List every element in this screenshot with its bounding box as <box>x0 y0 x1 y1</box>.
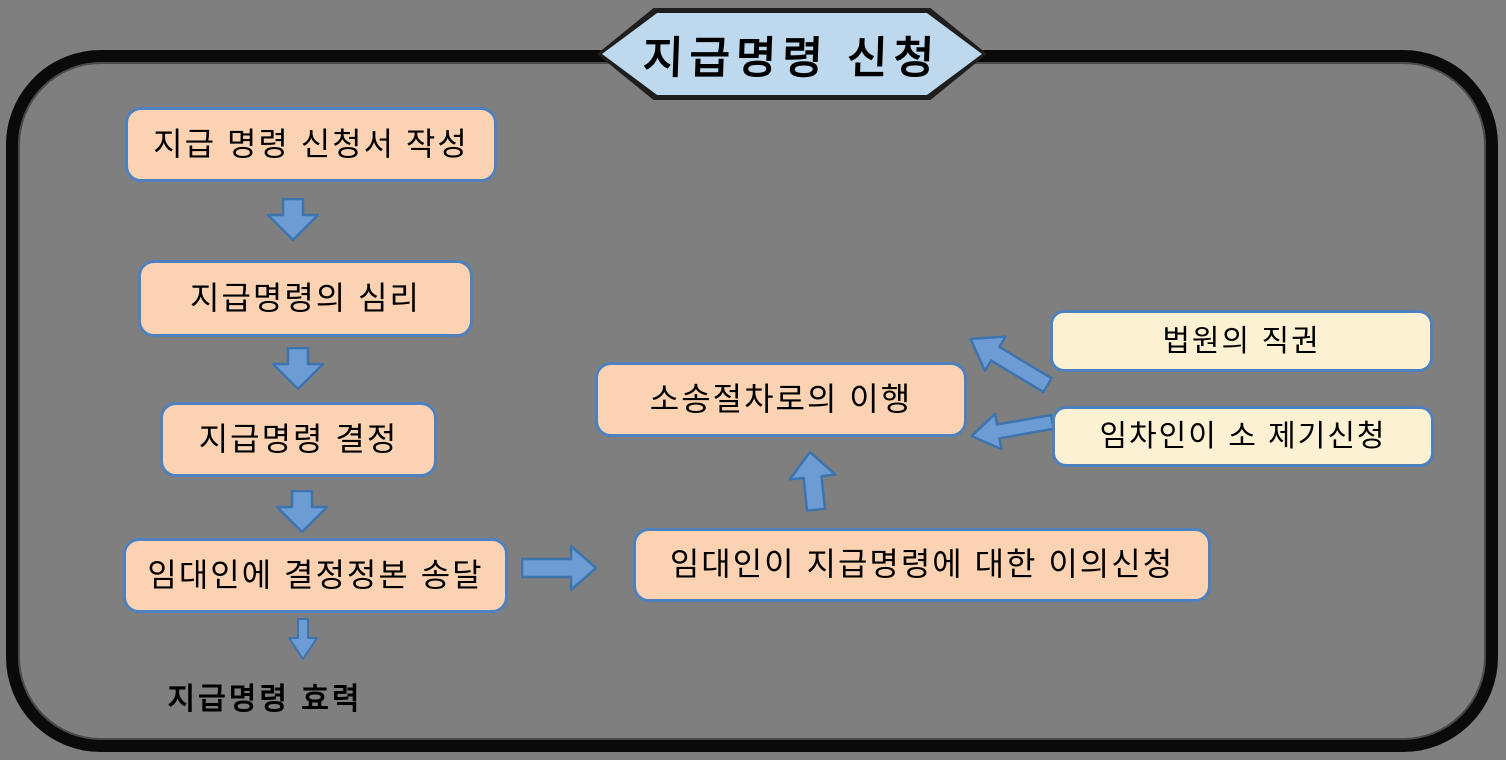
outer-frame <box>6 50 1498 752</box>
flow-step-decision: 지급명령 결정 <box>160 402 437 477</box>
title-hexagon: 지급명령 신청 <box>597 8 987 100</box>
transfer-label: 소송절차로의 이행 <box>649 380 913 417</box>
source-box-tenant-lawsuit: 임차인이 소 제기신청 <box>1052 406 1434 467</box>
flow-step-examination: 지급명령의 심리 <box>138 260 473 337</box>
down-arrow-icon <box>276 490 328 533</box>
flow-step-label: 지급명령의 심리 <box>190 279 421 316</box>
source-box-court-authority: 법원의 직권 <box>1050 310 1433 372</box>
flow-step-write-application: 지급 명령 신청서 작성 <box>125 107 497 182</box>
down-arrow-icon <box>267 198 319 241</box>
left-arrow-icon <box>967 403 1056 455</box>
flow-step-label: 지급 명령 신청서 작성 <box>153 125 469 162</box>
right-arrow-icon <box>521 545 597 591</box>
page-title: 지급명령 신청 <box>642 34 942 83</box>
flow-step-service-of-decision: 임대인에 결정정본 송달 <box>123 538 508 613</box>
source-label: 법원의 직권 <box>1162 324 1321 358</box>
source-label: 임차인이 소 제기신청 <box>1099 420 1387 453</box>
flow-step-label: 지급명령 결정 <box>198 420 399 457</box>
down-arrow-thin-icon <box>288 618 318 660</box>
down-arrow-icon <box>272 347 324 390</box>
result-text: 지급명령 효력 <box>167 683 363 716</box>
flow-step-label: 임대인에 결정정본 송달 <box>147 556 484 593</box>
diagonal-left-arrow-icon <box>959 320 1059 403</box>
objection-label: 임대인이 지급명령에 대한 이의신청 <box>669 546 1175 583</box>
transfer-to-litigation-box: 소송절차로의 이행 <box>595 362 967 437</box>
up-arrow-icon <box>786 449 840 514</box>
objection-box: 임대인이 지급명령에 대한 이의신청 <box>633 528 1211 602</box>
title-hexagon-fill: 지급명령 신청 <box>602 13 982 95</box>
